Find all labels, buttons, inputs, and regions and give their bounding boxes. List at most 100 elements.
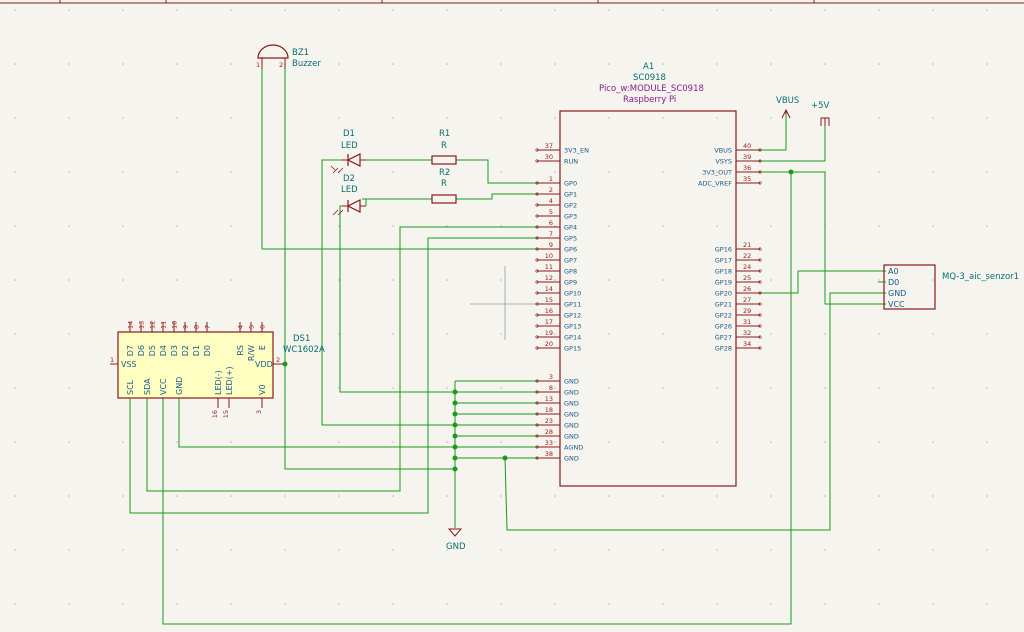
resistor-r2[interactable]: R2 R bbox=[431, 168, 457, 204]
lcd-ref: DS1 bbox=[293, 334, 310, 344]
pico-right-pin-num: 25 bbox=[743, 274, 751, 282]
pico-left-pin-num: 33 bbox=[545, 439, 553, 447]
resistor-r1[interactable]: R1 R bbox=[431, 129, 457, 165]
pico-right-pin-num: 27 bbox=[743, 296, 751, 304]
lcd-bottom-pin-name: SDA bbox=[143, 378, 152, 395]
pico-left-pin-num: 38 bbox=[545, 450, 553, 458]
pico-left-pin-num: 9 bbox=[549, 241, 553, 249]
lcd-top-pin-name: D7 bbox=[126, 345, 135, 356]
wires bbox=[129, 69, 886, 625]
mq3-pin-gnd: GND bbox=[888, 289, 906, 298]
lcd-display[interactable]: DS1 WC1602A 1 VSS 2 VDD 14D713D612D511D4… bbox=[110, 321, 325, 419]
pico-left-pin-name: GP6 bbox=[564, 246, 577, 254]
d1-ref: D1 bbox=[343, 129, 355, 139]
pico-left-pin-name: GP14 bbox=[564, 334, 581, 342]
pico-right-pin-name: GP27 bbox=[715, 334, 732, 342]
pico-left-pin-name: GP1 bbox=[564, 191, 577, 199]
lcd-top-pin-num: 11 bbox=[160, 321, 168, 329]
pico-right-pin-num: 40 bbox=[743, 142, 751, 150]
lcd-top-pin-name: D0 bbox=[203, 345, 212, 356]
crosshair-cursor bbox=[470, 266, 540, 340]
pico-right-pin-name: VSYS bbox=[715, 158, 732, 166]
buzzer-value: Buzzer bbox=[292, 59, 321, 69]
lcd-top-pin-name: D1 bbox=[192, 345, 201, 356]
pico-left-pin-num: 1 bbox=[549, 175, 553, 183]
pico-right-pin-num: 21 bbox=[743, 241, 751, 249]
pico-right-pin-name: ADC_VREF bbox=[698, 180, 732, 188]
lcd-top-pin-num: 9 bbox=[182, 325, 190, 329]
lcd-top-pin-num: 14 bbox=[127, 321, 135, 329]
lcd-top-pin-name: D5 bbox=[148, 345, 157, 356]
lcd-bottom-pin-num: 3 bbox=[255, 410, 263, 414]
vbus-power-symbol[interactable]: VBUS bbox=[776, 96, 799, 119]
pico-left-pin-name: AGND bbox=[564, 444, 583, 452]
lcd-bottom-pin-name: LED(-) bbox=[214, 370, 223, 395]
pico-right-pin-num: 35 bbox=[743, 175, 751, 183]
lcd-top-pin-num: 6 bbox=[259, 325, 267, 329]
lcd-bottom-pin-name: VCC bbox=[159, 378, 168, 395]
lcd-bottom-pin-num: 15 bbox=[222, 410, 230, 418]
mq3-ref: MQ-3_aic_senzor1 bbox=[942, 272, 1019, 282]
pico-right-pin-num: 36 bbox=[743, 164, 751, 172]
d2-ref: D2 bbox=[343, 174, 355, 184]
pico-right-pin-num: 34 bbox=[743, 340, 751, 348]
pico-left-pin-num: 23 bbox=[545, 417, 553, 425]
lcd-bottom-pin-name: V0 bbox=[258, 384, 267, 395]
lcd-top-pin-num: 7 bbox=[204, 325, 212, 329]
pico-value: SC0918 bbox=[633, 73, 666, 83]
pico-left-pin-name: GP13 bbox=[564, 323, 581, 331]
pico-left-pin-name: GP8 bbox=[564, 268, 577, 276]
pico-left-pin-num: 13 bbox=[545, 395, 553, 403]
pico-left-pin-name: GP10 bbox=[564, 290, 581, 298]
pico-right-pin-num: 29 bbox=[743, 307, 751, 315]
pico-left-pin-num: 30 bbox=[545, 153, 553, 161]
pico-left-pin-name: 3V3_EN bbox=[564, 147, 589, 155]
lcd-vss-num: 1 bbox=[110, 356, 114, 364]
mq3-pin-vcc: VCC bbox=[888, 300, 905, 309]
pico-left-pin-name: GP0 bbox=[564, 180, 577, 188]
lcd-bottom-pin-name: SCL bbox=[126, 379, 135, 395]
mq3-sensor[interactable]: MQ-3_aic_senzor1 A0 D0 GND VCC bbox=[878, 264, 1019, 310]
pico-right-pin-name: 3V3_OUT bbox=[702, 169, 732, 177]
pico-module[interactable]: A1 SC0918 Pico_w:MODULE_SC0918 Raspberry… bbox=[535, 62, 762, 487]
pico-right-pin-num: 22 bbox=[743, 252, 751, 260]
pico-right-pin-num: 31 bbox=[743, 318, 751, 326]
plus5v-label: +5V bbox=[811, 101, 830, 111]
pico-footprint: Pico_w:MODULE_SC0918 bbox=[599, 84, 704, 94]
plus5v-power-symbol[interactable]: +5V bbox=[811, 101, 830, 126]
led-d1[interactable]: D1 LED bbox=[330, 129, 366, 174]
lcd-vdd-name: VDD bbox=[255, 360, 273, 369]
vbus-label: VBUS bbox=[776, 96, 799, 106]
pico-right-pin-name: GP20 bbox=[715, 290, 732, 298]
lcd-top-pin-num: 12 bbox=[149, 321, 157, 329]
lcd-top-pin-name: D2 bbox=[181, 345, 190, 356]
gnd-label: GND bbox=[446, 542, 466, 552]
buzzer-pin2: 2 bbox=[279, 61, 283, 69]
lcd-top-pin-name: E bbox=[258, 345, 267, 350]
sheet-border bbox=[0, 0, 1024, 4]
lcd-top-pin-num: 4 bbox=[237, 325, 245, 329]
lcd-top-pin-name: D3 bbox=[170, 345, 179, 356]
pico-left-pin-num: 16 bbox=[545, 307, 553, 315]
pico-left-pin-name: GP4 bbox=[564, 224, 577, 232]
grid-dots bbox=[14, 9, 988, 605]
pico-left-pin-name: GND bbox=[564, 378, 579, 386]
lcd-top-pin-num: 13 bbox=[138, 321, 146, 329]
pico-left-pin-num: 11 bbox=[545, 263, 553, 271]
pico-left-pin-num: 5 bbox=[549, 208, 553, 216]
buzzer-symbol[interactable]: 1 2 BZ1 Buzzer bbox=[256, 44, 321, 69]
pico-left-pin-name: GP3 bbox=[564, 213, 577, 221]
pico-left-pin-name: GND bbox=[564, 422, 579, 430]
pico-left-pin-num: 7 bbox=[549, 230, 553, 238]
led-d2[interactable]: D2 LED bbox=[332, 174, 372, 216]
gnd-power-symbol[interactable]: GND bbox=[446, 528, 466, 552]
r1-ref: R1 bbox=[439, 129, 450, 139]
lcd-bottom-pin-num: 16 bbox=[211, 410, 219, 418]
pico-left-pin-num: 8 bbox=[549, 384, 553, 392]
pico-left-pin-num: 10 bbox=[545, 252, 553, 260]
pico-right-pin-num: 26 bbox=[743, 285, 751, 293]
lcd-top-pin-num: 10 bbox=[171, 321, 179, 329]
